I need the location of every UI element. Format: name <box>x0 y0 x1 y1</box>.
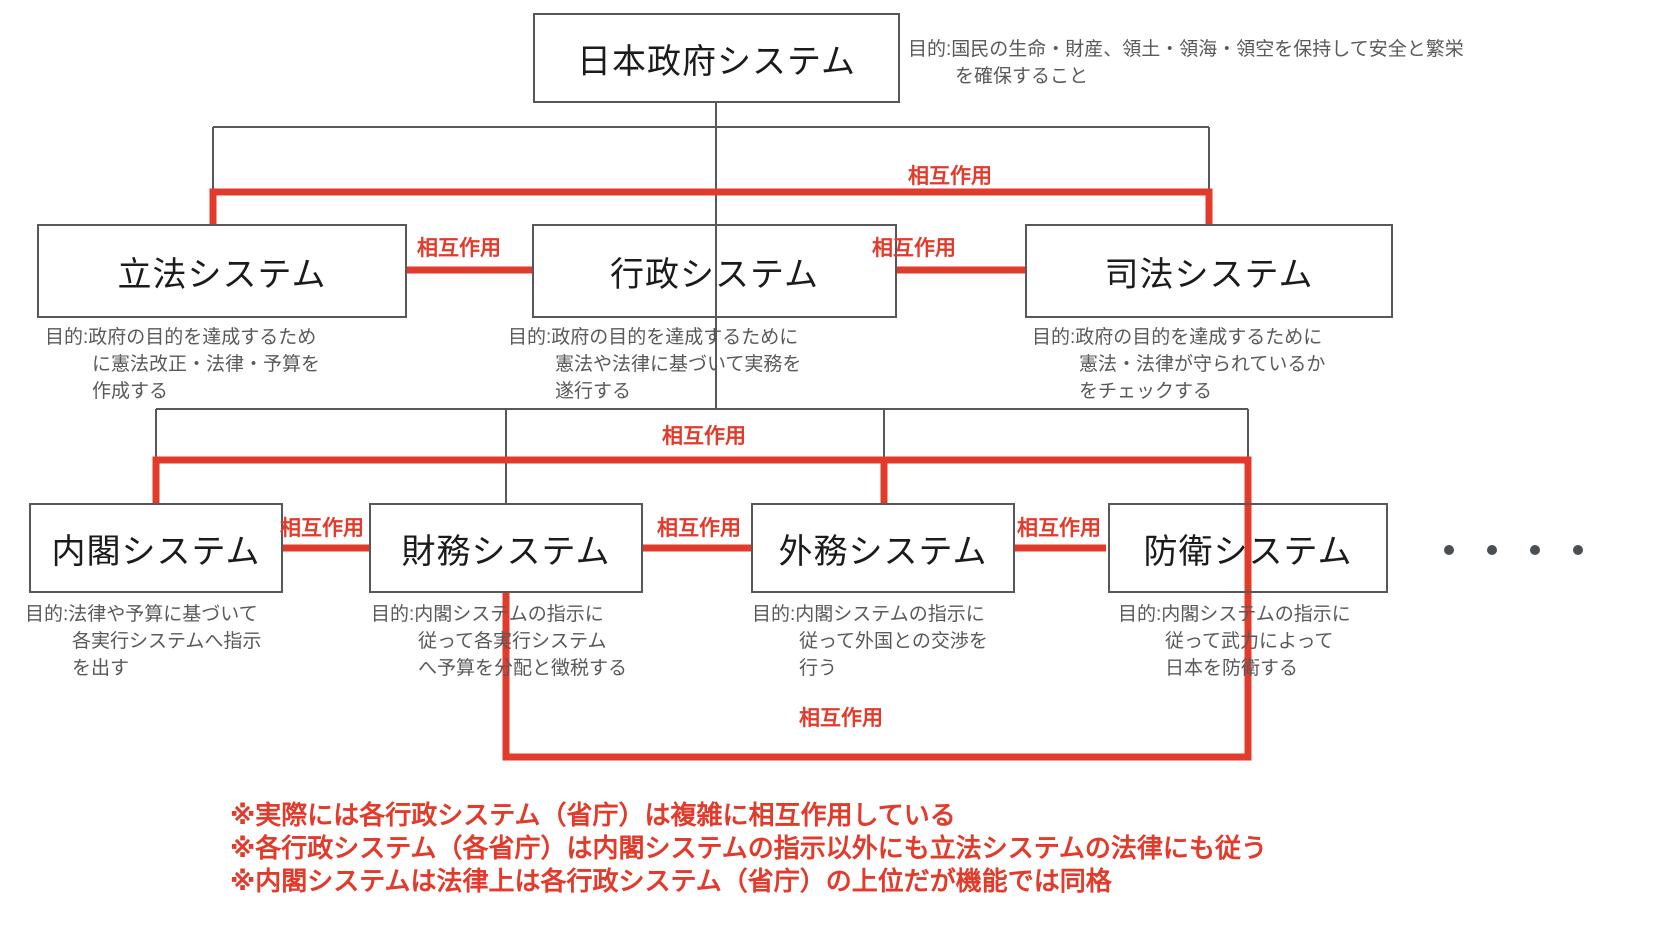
executive-system-purpose: 目的:政府の目的を達成するために 憲法や法律に基づいて実務を 遂行する <box>508 327 802 402</box>
executive-system-label: 行政システム <box>610 255 819 294</box>
interaction-label-foreign-defense: 相互作用 <box>1017 517 1101 540</box>
ellipsis-dot <box>1444 545 1454 555</box>
foreign-affairs-system-label: 外務システム <box>778 532 988 571</box>
interaction-label-cabinet-finance: 相互作用 <box>280 517 364 540</box>
footnote-1: ※実際には各行政システム（省庁）は複雑に相互作用している <box>230 800 956 830</box>
finance-system-box: 財務システム <box>369 503 643 593</box>
judicial-system-box: 司法システム <box>1025 224 1393 318</box>
interaction-label-top: 相互作用 <box>908 165 992 188</box>
legislative-system-label: 立法システム <box>117 255 327 294</box>
cabinet-system-box: 内閣システム <box>29 503 283 593</box>
footnote-3: ※内閣システムは法律上は各行政システム（省庁）の上位だが機能では同格 <box>230 866 1112 896</box>
government-system-purpose: 目的:国民の生命・財産、領土・領海・領空を保持して安全と繁栄 を確保すること <box>908 39 1464 87</box>
cabinet-system-purpose: 目的:法律や予算に基づいて 各実行システムへ指示 を出す <box>25 604 262 679</box>
foreign-affairs-system-box: 外務システム <box>751 503 1015 593</box>
interaction-label-bottom: 相互作用 <box>799 707 883 730</box>
defense-system-purpose: 目的:内閣システムの指示に 従って武力によって 日本を防衛する <box>1118 604 1351 679</box>
finance-system-purpose: 目的:内閣システムの指示に 従って各実行システム へ予算を分配と徴税する <box>371 604 628 679</box>
interaction-label-legislative-executive: 相互作用 <box>417 237 501 260</box>
interaction-label-tier2-top: 相互作用 <box>662 425 746 448</box>
government-system-label: 日本政府システム <box>577 42 856 81</box>
executive-system-box: 行政システム <box>532 224 897 318</box>
interaction-label-executive-judicial: 相互作用 <box>872 237 956 260</box>
footnotes: ※実際には各行政システム（省庁）は複雑に相互作用している ※各行政システム（各省… <box>230 799 1267 898</box>
foreign-affairs-system-purpose: 目的:内閣システムの指示に 従って外国との交渉を 行う <box>752 604 988 679</box>
interaction-loop-tier2 <box>152 456 1252 761</box>
interaction-label-finance-foreign: 相互作用 <box>657 517 741 540</box>
finance-system-label: 財務システム <box>401 532 611 571</box>
more-systems-ellipsis-icon <box>1444 545 1583 555</box>
defense-system-box: 防衛システム <box>1108 503 1388 593</box>
cabinet-system-label: 内閣システム <box>51 532 261 571</box>
legislative-system-box: 立法システム <box>37 224 407 318</box>
ellipsis-dot <box>1487 545 1497 555</box>
ellipsis-dot <box>1573 545 1583 555</box>
interaction-line-legislative-judicial <box>209 188 1213 224</box>
ellipsis-dot <box>1530 545 1540 555</box>
legislative-system-purpose: 目的:政府の目的を達成するため に憲法改正・法律・予算を 作成する <box>45 327 321 402</box>
judicial-system-purpose: 目的:政府の目的を達成するために 憲法・法律が守られているか をチェックする <box>1032 327 1326 402</box>
defense-system-label: 防衛システム <box>1143 532 1353 571</box>
government-system-box: 日本政府システム <box>533 13 900 103</box>
footnote-2: ※各行政システム（各省庁）は内閣システムの指示以外にも立法システムの法律にも従う <box>230 833 1267 863</box>
judicial-system-label: 司法システム <box>1104 255 1314 294</box>
